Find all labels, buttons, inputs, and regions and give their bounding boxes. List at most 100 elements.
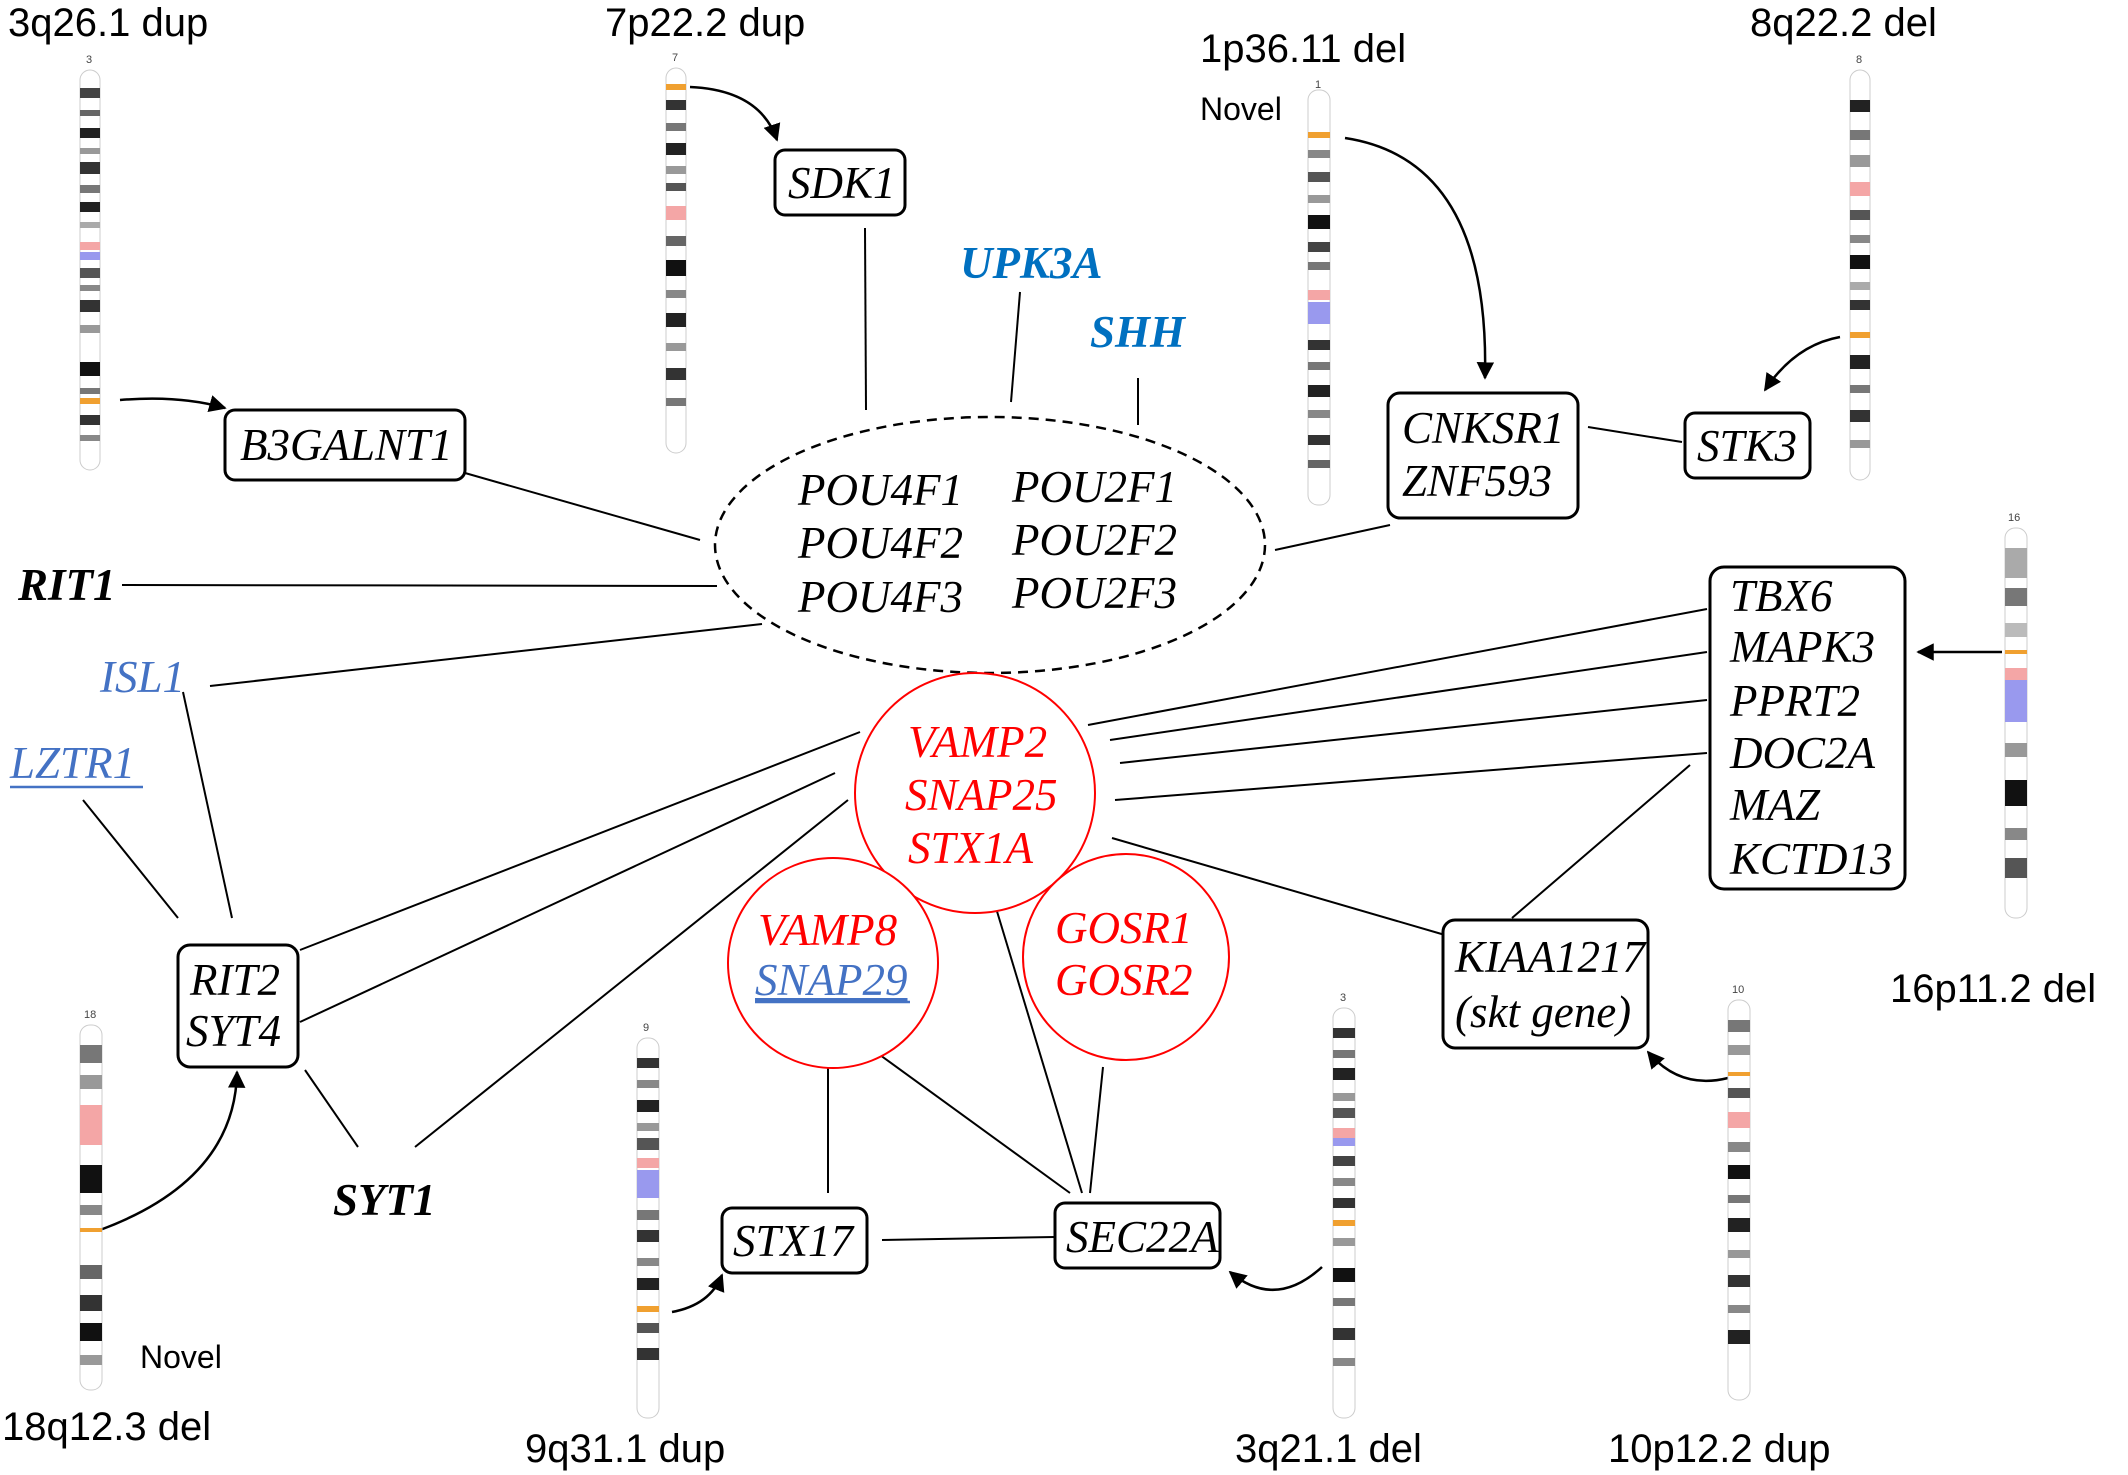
region-label-9q31: 9q31.1 dup [525,1427,725,1471]
edge-upk3a-pou [1010,291,1021,403]
chromosome-9 [636,1037,660,1419]
chromosome-1 [1307,89,1331,506]
edge-isl1-pou [209,623,763,687]
arrow-7p22-sdk1 [689,85,781,142]
chr-num-16: 16 [2008,512,2020,524]
box-stx17 [720,1206,869,1275]
region-label-7p22: 7p22.2 dup [605,1,805,45]
edge-gosr-sec22a [1089,1066,1104,1194]
chromosome-3-bottom [1332,1007,1356,1419]
gene-stx1a: STX1A [908,823,1034,873]
arrow-18q12-rit2 [99,1070,246,1232]
region-label-3q26: 3q26.1 dup [8,1,208,45]
box-cnksr1 [1386,391,1580,520]
edge-rit1-pou [121,584,718,587]
gene-stx17: STX17 [733,1216,856,1266]
chr-num-3b: 3 [1340,992,1346,1004]
chromosome-3-top [79,69,101,471]
gene-pou2f1: POU2F1 [1011,462,1177,512]
arrow-3q21-sec22a [1228,1266,1323,1292]
gene-upk3a: UPK3A [960,238,1103,288]
gene-pou4f2: POU4F2 [797,518,963,568]
gene-vamp2: VAMP2 [908,717,1047,767]
chromosome-18 [79,1024,103,1391]
gene-kctd13: KCTD13 [1729,834,1893,884]
edge-vamp2-mapk3 [1109,651,1708,741]
gene-maz: MAZ [1729,780,1821,830]
edge-vamp2-tbx6 [1087,608,1708,726]
gene-rit1: RIT1 [17,560,116,610]
gene-syt1: SYT1 [333,1175,436,1225]
edge-vamp8-sec22a [879,1054,1071,1194]
box-tbx6-group [1708,565,1907,891]
gene-kiaa1217: KIAA1217 [1454,932,1647,982]
gene-snap25: SNAP25 [905,770,1058,820]
edge-lztr1-rit2 [82,799,179,919]
edge-b3galnt1-pou [464,472,701,541]
arrow-9q31-stx17 [671,1273,725,1314]
edge-vamp2-pprt2 [1119,699,1708,764]
gene-znf593: ZNF593 [1402,456,1552,506]
gene-syt4: SYT4 [186,1006,281,1056]
gene-doc2a: DOC2A [1729,728,1876,778]
edge-stx17-sec22a [881,1236,1056,1241]
gene-skt: (skt gene) [1455,987,1631,1037]
edge-syt4-syt1 [304,1069,359,1148]
gene-snap29: SNAP29 [755,955,908,1005]
snare-circle-right [1022,853,1230,1061]
cnv-arrows [99,85,2002,1314]
gene-sdk1: SDK1 [788,158,896,208]
gene-gosr2: GOSR2 [1055,955,1192,1005]
novel-label-1p36: Novel [1200,91,1282,127]
arrow-10p12-kiaa1217 [1646,1050,1729,1083]
chromosome-7 [665,67,687,454]
chr-num-3a: 3 [86,54,92,66]
snare-circle-main [854,672,1096,914]
gene-b3galnt1: B3GALNT1 [240,420,453,470]
edge-syt4-vamp2 [299,772,836,1023]
edge-rit2-vamp2 [299,731,861,951]
edge-cnksr1-pou [1274,524,1391,551]
chr-num-10: 10 [1732,984,1744,996]
gene-rit2: RIT2 [189,955,280,1005]
gene-pou2f3: POU2F3 [1011,568,1177,618]
gene-tbx6: TBX6 [1730,571,1833,621]
gene-mapk3: MAPK3 [1729,622,1875,672]
box-rit2 [176,943,300,1069]
gene-pou2f2: POU2F2 [1011,515,1177,565]
edge-cnksr1-stk3 [1587,426,1683,443]
arrow-8q22-stk3 [1763,335,1841,392]
box-stk3 [1683,411,1812,480]
edge-vamp2-kiaa1217 [1111,837,1446,936]
region-label-10p12: 10p12.2 dup [1608,1427,1830,1471]
gene-shh: SHH [1090,307,1187,357]
arrow-3q26-b3galnt1 [119,395,227,413]
chromosome-16 [2004,527,2028,919]
gene-pprt2: PPRT2 [1729,676,1860,726]
region-label-3q21: 3q21.1 del [1235,1427,1422,1471]
gene-vamp8: VAMP8 [758,905,897,955]
novel-label-18q12: Novel [140,1339,222,1375]
region-label-18q12: 18q12.3 del [2,1405,211,1449]
gene-pou4f1: POU4F1 [797,465,963,515]
edge-sdk1-pou [864,227,867,411]
network-edges [82,227,1708,1241]
chr-num-7: 7 [672,52,678,64]
chr-num-8: 8 [1856,54,1862,66]
edge-syt1-vamp2 [414,799,849,1148]
edge-stx1a-sec22a [995,907,1083,1194]
gene-cnksr1: CNKSR1 [1402,403,1565,453]
region-label-8q22: 8q22.2 del [1750,1,1937,45]
box-b3galnt1 [223,408,467,482]
region-label-1p36: 1p36.11 del [1200,27,1406,71]
edge-vamp2-doc2a [1114,752,1708,801]
gene-gosr1: GOSR1 [1055,903,1192,953]
chr-num-18: 18 [84,1009,96,1021]
gene-sec22a: SEC22A [1066,1212,1219,1262]
box-sec22a [1053,1201,1222,1270]
chr-num-9: 9 [643,1022,649,1034]
box-sdk1 [773,148,907,217]
edge-kiaa1217-tbx6box [1511,764,1691,919]
gene-lztr1: LZTR1 [9,738,135,788]
